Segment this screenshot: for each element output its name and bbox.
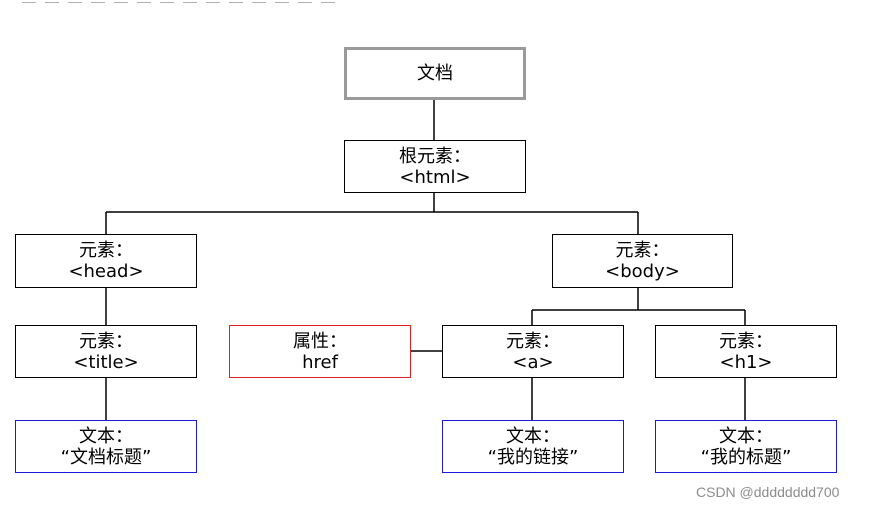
node-body-title: 元素： xyxy=(615,240,670,261)
node-root-tag: <html> xyxy=(399,166,471,188)
node-title: 元素： <title> xyxy=(15,325,197,378)
node-text-title-value: “文档标题” xyxy=(60,446,152,468)
node-a-tag: <a> xyxy=(512,351,554,373)
watermark: CSDN @dddddddd700 xyxy=(696,484,840,500)
node-attribute-name: href xyxy=(302,351,338,373)
node-head-tag: <head> xyxy=(68,261,144,282)
node-root-html: 根元素： <html> xyxy=(344,140,526,193)
node-attribute-title: 属性： xyxy=(293,330,347,352)
node-h1: 元素： <h1> xyxy=(655,325,837,378)
node-document: 文档 xyxy=(344,47,526,100)
node-head-title: 元素： xyxy=(79,240,133,261)
node-text-h1: 文本： “我的标题” xyxy=(655,420,837,473)
node-root-title: 根元素： xyxy=(399,145,471,167)
node-text-h1-label: 文本： xyxy=(719,425,773,447)
node-body-tag: <body> xyxy=(605,261,680,282)
node-text-a-value: “我的链接” xyxy=(487,446,579,468)
node-text-title-label: 文本： xyxy=(79,425,133,447)
node-attribute-href: 属性： href xyxy=(229,325,411,378)
node-title-title: 元素： xyxy=(79,330,133,352)
node-text-h1-value: “我的标题” xyxy=(700,446,792,468)
node-text-a-label: 文本： xyxy=(506,425,560,447)
node-a-title: 元素： xyxy=(506,330,560,352)
node-h1-tag: <h1> xyxy=(719,351,773,373)
node-body: 元素： <body> xyxy=(552,234,733,288)
cropped-caption-fragment xyxy=(22,0,367,3)
node-a: 元素： <a> xyxy=(442,325,624,378)
node-document-label: 文档 xyxy=(417,63,453,84)
node-h1-title: 元素： xyxy=(719,330,773,352)
node-text-a: 文本： “我的链接” xyxy=(442,420,624,473)
node-head: 元素： <head> xyxy=(15,234,197,288)
node-text-title: 文本： “文档标题” xyxy=(15,420,197,473)
node-title-tag: <title> xyxy=(73,351,139,373)
